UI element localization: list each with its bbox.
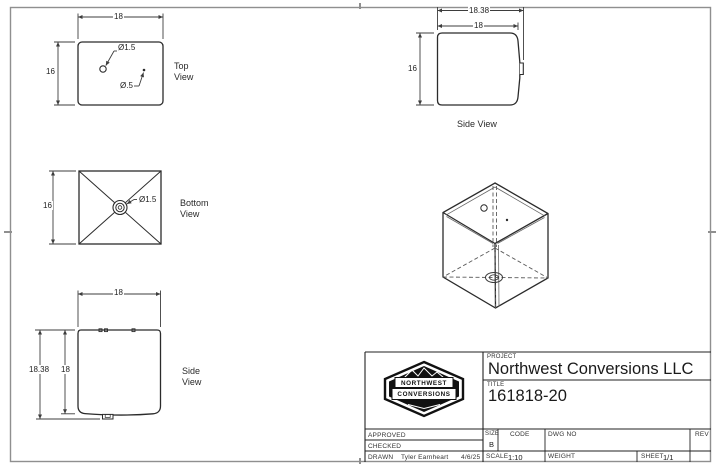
rev-label: REV [695,430,709,438]
bottom-view-label-line1: Bottom [180,198,209,208]
side-upper-label: Side View [457,119,497,129]
side-upper-width-dim: 18 [473,21,484,30]
side-lower-label-line1: Side [182,366,201,376]
side-lower-outer-height-dim: 18.38 [28,365,51,374]
top-view-label-line1: Top [174,61,189,71]
approved-label: APPROVED [368,431,406,439]
side-lower-label-line2: View [182,377,202,387]
logo-line2: CONVERSIONS [397,391,451,398]
top-view [54,13,164,106]
sheet-value: 1/1 [663,452,674,462]
logo-line1: NORTHWEST [401,379,447,387]
top-view-hole-callout: Ø1.5 [117,43,137,52]
scale-value: 1:10 [508,452,523,462]
bottom-view-fitting-callout: Ø1.5 [138,195,158,204]
title-label: TITLE [487,382,505,388]
scale-label: SCALE [486,453,509,460]
code-label: CODE [510,431,530,438]
title-value: 161818-20 [488,387,567,405]
top-view-height-dim: 16 [45,67,56,76]
project-value: Northwest Conversions LLC [488,360,694,378]
top-view-label-line2: View [174,72,194,82]
drawn-label: DRAWN [368,453,394,461]
isometric-view [442,182,549,309]
sheet-label: SHEET [641,453,664,460]
weight-label: WEIGHT [548,453,576,460]
side-lower-width-dim: 18 [113,288,124,297]
bottom-view [49,170,162,245]
title-block-grid [364,351,711,462]
side-view-lower [35,290,162,420]
side-lower-height-dim: 18 [60,365,71,374]
top-view-dot-callout: Ø.5 [119,81,134,90]
side-upper-outer-width-dim: 18.38 [468,5,491,15]
bottom-view-label-line2: View [180,209,200,219]
border-frame [4,3,716,464]
top-view-width-dim: 18 [113,12,124,21]
side-view-upper [416,7,524,106]
northwest-conversions-logo [383,360,465,418]
size-value: B [489,440,495,449]
side-upper-height-dim: 16 [407,64,418,73]
checked-label: CHECKED [368,442,402,450]
project-label: PROJECT [487,354,517,360]
bottom-view-height-dim: 16 [42,201,53,210]
size-label: SIZE [485,430,500,437]
drawn-by-value: Tyler Earnheart [401,453,449,461]
dwg-no-label: DWG NO [548,431,577,438]
drawn-date-value: 4/6/25 [461,453,481,461]
